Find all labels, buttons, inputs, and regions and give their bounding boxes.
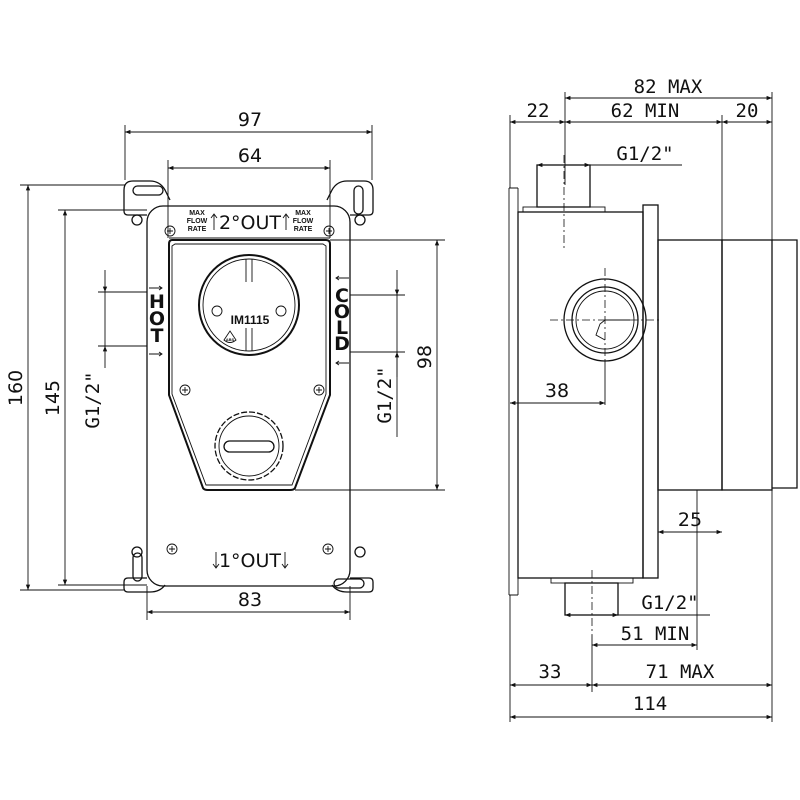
dim-82-max: 82 MAX bbox=[634, 76, 703, 98]
dim-top-thread: G1/2" bbox=[616, 143, 673, 165]
cartridge bbox=[198, 254, 300, 356]
dim-bottom-thread: G1/2" bbox=[641, 592, 698, 614]
dim-22: 22 bbox=[527, 100, 550, 122]
hot-label: O bbox=[149, 308, 165, 330]
cold-label: L bbox=[336, 317, 348, 339]
front-view: IM1115 ABS MAX FLOW RATE MAX FLOW RATE 2… bbox=[5, 109, 445, 620]
dim-33: 33 bbox=[539, 661, 562, 683]
max-flow-label: MAX bbox=[189, 210, 205, 217]
screw-icon bbox=[166, 543, 178, 555]
hot-label: T bbox=[151, 325, 164, 347]
inner-cover bbox=[168, 239, 331, 491]
screw-icon bbox=[313, 384, 325, 396]
dim-97: 97 bbox=[238, 109, 262, 131]
diverter-knob bbox=[214, 411, 284, 481]
screw-icons bbox=[164, 225, 335, 555]
dim-51-min: 51 MIN bbox=[621, 623, 690, 645]
out2-label: 2°OUT bbox=[219, 212, 281, 234]
max-flow-label: RATE bbox=[188, 226, 207, 233]
abs-mark: ABS bbox=[226, 337, 235, 342]
dim-71-max: 71 MAX bbox=[646, 661, 715, 683]
max-flow-label: FLOW bbox=[293, 218, 314, 225]
mounting-plate bbox=[146, 205, 351, 587]
arrow-down-icon bbox=[212, 552, 220, 569]
screw-icon bbox=[322, 543, 334, 555]
cold-label: O bbox=[334, 301, 350, 323]
out1-label: 1°OUT bbox=[219, 550, 281, 572]
side-view: 82 MAX 22 62 MIN 20 G1/2" 38 25 G1/2" 51… bbox=[508, 76, 798, 722]
mounting-ears bbox=[123, 180, 374, 593]
dim-145: 145 bbox=[42, 380, 64, 416]
dim-98: 98 bbox=[414, 345, 436, 369]
dim-64: 64 bbox=[238, 145, 262, 167]
dim-25: 25 bbox=[678, 509, 702, 531]
max-flow-label: MAX bbox=[295, 210, 311, 217]
dim-160: 160 bbox=[5, 370, 27, 406]
dim-38: 38 bbox=[545, 380, 569, 402]
screw-icon bbox=[164, 225, 176, 237]
cold-label: D bbox=[334, 333, 350, 355]
dim-20: 20 bbox=[736, 100, 759, 122]
model-label: IM1115 bbox=[231, 313, 270, 327]
dim-cold-thread: G1/2" bbox=[374, 366, 396, 423]
arrow-right-icon bbox=[149, 285, 163, 357]
dim-62-min: 62 MIN bbox=[611, 100, 680, 122]
arrow-up-icon bbox=[282, 213, 290, 230]
dim-83: 83 bbox=[238, 589, 262, 611]
max-flow-label: FLOW bbox=[187, 218, 208, 225]
dim-hot-thread: G1/2" bbox=[82, 371, 104, 428]
screw-icon bbox=[323, 225, 335, 237]
dim-114: 114 bbox=[633, 693, 667, 715]
screw-icon bbox=[179, 384, 191, 396]
max-flow-label: RATE bbox=[294, 226, 313, 233]
cold-label: C bbox=[335, 285, 349, 307]
arrow-left-icon bbox=[335, 275, 349, 366]
arrow-up-icon bbox=[210, 213, 218, 230]
arrow-down-icon bbox=[281, 552, 289, 569]
hot-label: H bbox=[149, 291, 165, 313]
